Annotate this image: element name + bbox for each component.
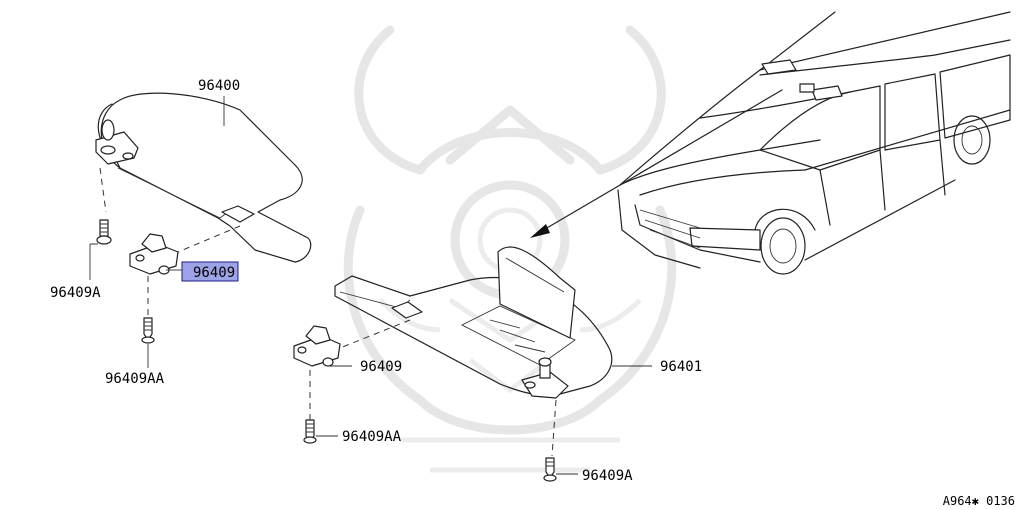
leader-line-96409a-left xyxy=(89,243,98,280)
diagram-code: A964✱ 0136 xyxy=(943,494,1015,508)
screw-left-96409a xyxy=(96,219,112,245)
highlight-box xyxy=(181,261,239,282)
dash-line xyxy=(99,167,107,213)
dash-line xyxy=(551,399,557,457)
car-illustration xyxy=(617,11,1011,275)
part-label-96409-highlighted[interactable]: 96409 xyxy=(193,265,235,281)
dash-line xyxy=(177,225,241,253)
screw-right-96409aa xyxy=(303,419,317,444)
part-label-96409aa-right[interactable]: 96409AA xyxy=(342,429,402,445)
sun-visor-right xyxy=(334,246,613,399)
part-label-96409-right[interactable]: 96409 xyxy=(360,359,402,375)
leader-arrow xyxy=(530,89,783,238)
part-label-96409a-right[interactable]: 96409A xyxy=(582,468,633,484)
clip-left-96409 xyxy=(129,233,179,275)
dash-line xyxy=(329,319,411,353)
part-label-96400[interactable]: 96400 xyxy=(198,78,240,94)
part-label-96409aa-left[interactable]: 96409AA xyxy=(105,371,165,387)
clip-right-96409 xyxy=(293,325,341,367)
part-label-96401[interactable]: 96401 xyxy=(660,359,702,375)
screw-right-96409a xyxy=(543,457,557,482)
part-label-96409a-left[interactable]: 96409A xyxy=(50,285,101,301)
screw-left-96409aa xyxy=(141,317,155,344)
sun-visor-left xyxy=(95,92,312,263)
